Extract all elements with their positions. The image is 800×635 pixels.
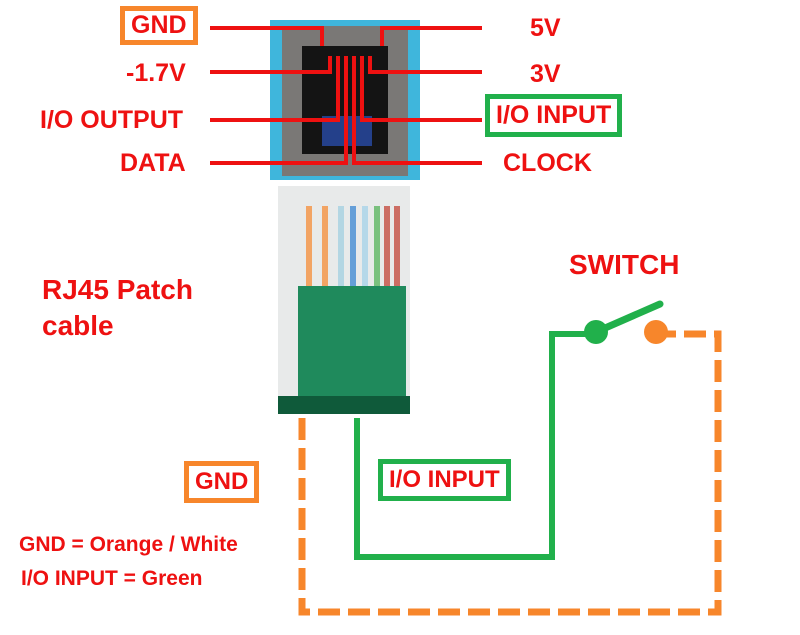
switch-contact-green [584, 320, 608, 344]
plug-wire [362, 206, 368, 286]
plug-wire [374, 206, 380, 286]
plug-wire [394, 206, 400, 286]
pin-line-neg17v [210, 56, 332, 74]
plug-wire [338, 206, 344, 286]
pin-line-3v [368, 56, 482, 74]
cable-title-line1: RJ45 Patch [42, 274, 193, 305]
legend-gnd: GND = Orange / White [19, 533, 238, 556]
pin-label-gnd-box: GND [120, 6, 198, 45]
gnd-wire-label-box: GND [184, 461, 260, 503]
switch-label: SWITCH [569, 249, 680, 280]
rj45-plug-image [278, 186, 410, 414]
plug-wire [322, 206, 328, 286]
io-wire-label-box: I/O INPUT [378, 459, 511, 501]
pin-line-gnd [210, 26, 324, 46]
plug-wire [384, 206, 390, 286]
plug-boot [298, 286, 406, 408]
pin-label-io-output: I/O OUTPUT [40, 106, 184, 134]
plug-wire [306, 206, 312, 286]
pin-label-io-input: I/O INPUT [496, 101, 612, 129]
switch-contact-orange [644, 320, 668, 344]
io-input-wire [354, 331, 596, 560]
pin-label-3v: 3V [530, 60, 561, 88]
cable-title-line2: cable [42, 310, 114, 341]
pin-line-5v [380, 26, 482, 46]
gnd-wire [298, 330, 722, 616]
pin-label-gnd: GND [131, 11, 187, 39]
pin-line-data [210, 56, 348, 165]
pin-line-io-input [360, 56, 482, 122]
pin-line-clock [352, 56, 482, 165]
pin-label-io-input-box: I/O INPUT [485, 94, 623, 137]
plug-boot-base [278, 396, 410, 414]
legend-io: I/O INPUT = Green [21, 567, 203, 590]
plug-wire [350, 206, 356, 286]
io-wire-label: I/O INPUT [389, 466, 500, 493]
pin-label-5v: 5V [530, 14, 561, 42]
gnd-wire-label: GND [195, 468, 249, 495]
pin-label-neg17v: -1.7V [126, 59, 186, 87]
pin-line-io-output [210, 56, 340, 122]
pin-label-clock: CLOCK [503, 149, 592, 177]
pin-label-data: DATA [120, 149, 186, 177]
